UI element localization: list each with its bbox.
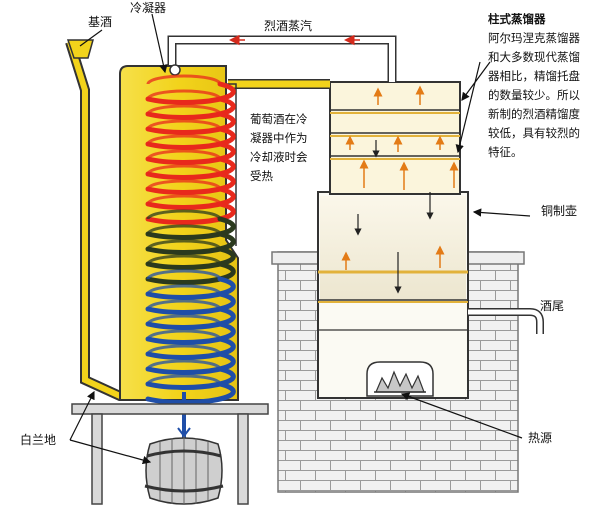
wine-note-line: 受热	[250, 169, 273, 183]
vapor-pipe	[167, 34, 397, 82]
coil-loop-back	[146, 254, 222, 265]
coil-loop-back	[146, 284, 222, 295]
coil-loop-back	[146, 104, 222, 115]
column-note-line: 新制的烈酒精馏度	[488, 107, 580, 121]
firebox	[366, 361, 434, 397]
spirit-vapor-label: 烈酒蒸汽	[264, 19, 313, 33]
coil-loop-back	[146, 89, 222, 100]
tails-pipe	[468, 308, 544, 334]
coil-loop-back	[146, 224, 222, 235]
coil-loop-back	[146, 149, 222, 160]
support-table	[71, 403, 269, 505]
column-note-line: 的数量较少。所以	[488, 88, 580, 102]
coil-loop-back	[146, 119, 222, 130]
condenser-label: 冷凝器	[130, 1, 167, 15]
brandy-barrel	[144, 436, 224, 505]
coil-loop-back	[146, 344, 222, 355]
wash-label: 基酒	[88, 15, 113, 29]
copper-pot-label: 铜制壶	[541, 204, 578, 218]
wine-note-line: 葡萄酒在冷	[250, 112, 308, 126]
coil-loop-back	[146, 194, 222, 205]
coil-loop-back	[146, 314, 222, 325]
column-note-line: 器相比，精馏托盘	[488, 69, 580, 83]
coil-loop-back	[146, 179, 222, 190]
coil-loop-back	[146, 374, 222, 385]
coil-loop-back	[146, 359, 222, 370]
coil-loop-back	[146, 329, 222, 340]
wine-note-line: 冷却液时会	[250, 150, 308, 164]
column-still-note: 柱式蒸馏器 阿尔玛涅克蒸馏器 和大多数现代蒸馏 器相比，精馏托盘 的数量较少。所…	[488, 10, 580, 162]
coil-loop-front	[145, 381, 236, 405]
vapor-arrows	[341, 85, 459, 270]
coil-loop-back	[146, 299, 222, 310]
coil-loop-back	[146, 134, 222, 145]
column-note-line: 和大多数现代蒸馏	[488, 50, 580, 64]
column-still-heading: 柱式蒸馏器	[488, 12, 546, 26]
coil-loop-back	[146, 74, 222, 85]
coil-loop-back	[146, 239, 222, 250]
tails-label: 酒尾	[540, 299, 565, 313]
wine-note-line: 凝器中作为	[250, 131, 308, 145]
condenser-coil	[145, 74, 236, 405]
coil-loop-back	[146, 164, 222, 175]
wine-coolant-note: 葡萄酒在冷 凝器中作为 冷却液时会 受热	[250, 110, 308, 186]
column-note-line: 较低，具有较烈的	[488, 126, 580, 140]
callout-lines	[69, 13, 531, 465]
coil-loop-back	[146, 209, 222, 220]
liquid-arrows	[354, 140, 434, 294]
heat-source-label: 热源	[528, 431, 553, 445]
brandy-cask-label: 白兰地	[20, 433, 57, 447]
column-note-line: 阿尔玛涅克蒸馏器	[488, 31, 580, 45]
coil-loop-back	[146, 269, 222, 280]
column-note-line: 特征。	[488, 145, 523, 159]
